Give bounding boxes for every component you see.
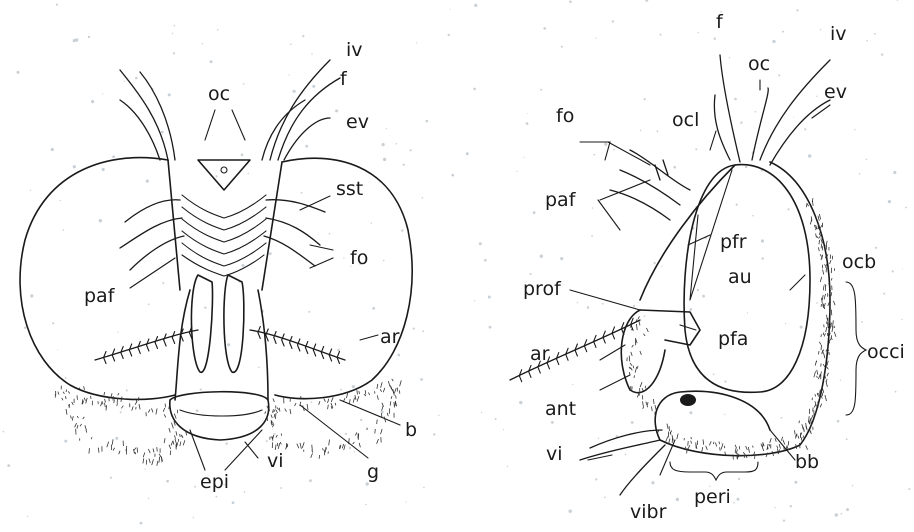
arista: [95, 330, 345, 360]
vibrissae: [580, 430, 665, 495]
side-label-fo: fo: [556, 105, 574, 127]
side-label-ant: ant: [545, 398, 576, 420]
left-compound-eye: [20, 158, 175, 400]
side-label-oc: oc: [748, 53, 770, 75]
front-label-oc: oc: [208, 83, 230, 105]
side-label-vibr: vibr: [630, 501, 667, 523]
pedicel: [640, 310, 700, 345]
side-label-ar: ar: [530, 343, 550, 365]
front-label-vi: vi: [267, 450, 284, 472]
front-label-paf: paf: [84, 285, 116, 307]
side-label-prof: prof: [523, 278, 562, 300]
mouth-spot: [680, 394, 696, 406]
side-label-au: au: [728, 266, 752, 288]
front-label-sst: sst: [336, 178, 363, 200]
side-label-vi: vi: [546, 443, 563, 465]
side-label-ev: ev: [824, 81, 847, 103]
ocellar-triangle: [198, 160, 250, 190]
side-label-ocb: ocb: [842, 251, 876, 273]
right-antenna: [224, 275, 244, 372]
front-label-fo: fo: [350, 247, 368, 269]
peristome: [655, 391, 770, 440]
ocellus: [221, 167, 227, 173]
occi-bracket: [846, 282, 866, 415]
front-label-b: b: [405, 419, 417, 441]
front-label-epi: epi: [200, 471, 229, 493]
occiput-outline: [660, 162, 830, 456]
side-label-peri: peri: [694, 486, 731, 508]
side-label-paf: paf: [545, 189, 577, 211]
left-antenna: [191, 275, 212, 372]
side-label-f: f: [716, 11, 724, 33]
side-orbital-bristles: [610, 150, 690, 220]
side-label-ocl: ocl: [672, 109, 699, 131]
frontal-stripes: [182, 195, 266, 276]
front-label-iv: iv: [346, 39, 363, 61]
side-label-occi: occi: [867, 341, 905, 363]
face-outline: [175, 290, 268, 400]
front-label-ev: ev: [346, 111, 369, 133]
side-label-bb: bb: [795, 451, 819, 473]
front-label-ar: ar: [380, 326, 400, 348]
front-label-g: g: [367, 461, 379, 483]
front-label-f: f: [340, 68, 348, 90]
side-label-pfa: pfa: [718, 328, 748, 350]
side-label-iv: iv: [830, 23, 847, 45]
side-vertex-bristles: [714, 55, 830, 165]
epistoma-line: [180, 410, 262, 416]
side-label-pfr: pfr: [720, 231, 747, 253]
frons-outline: [168, 160, 282, 290]
side-antenna: [621, 310, 665, 393]
peri-bracket: [670, 462, 758, 480]
frontal-bristles: [120, 200, 325, 270]
